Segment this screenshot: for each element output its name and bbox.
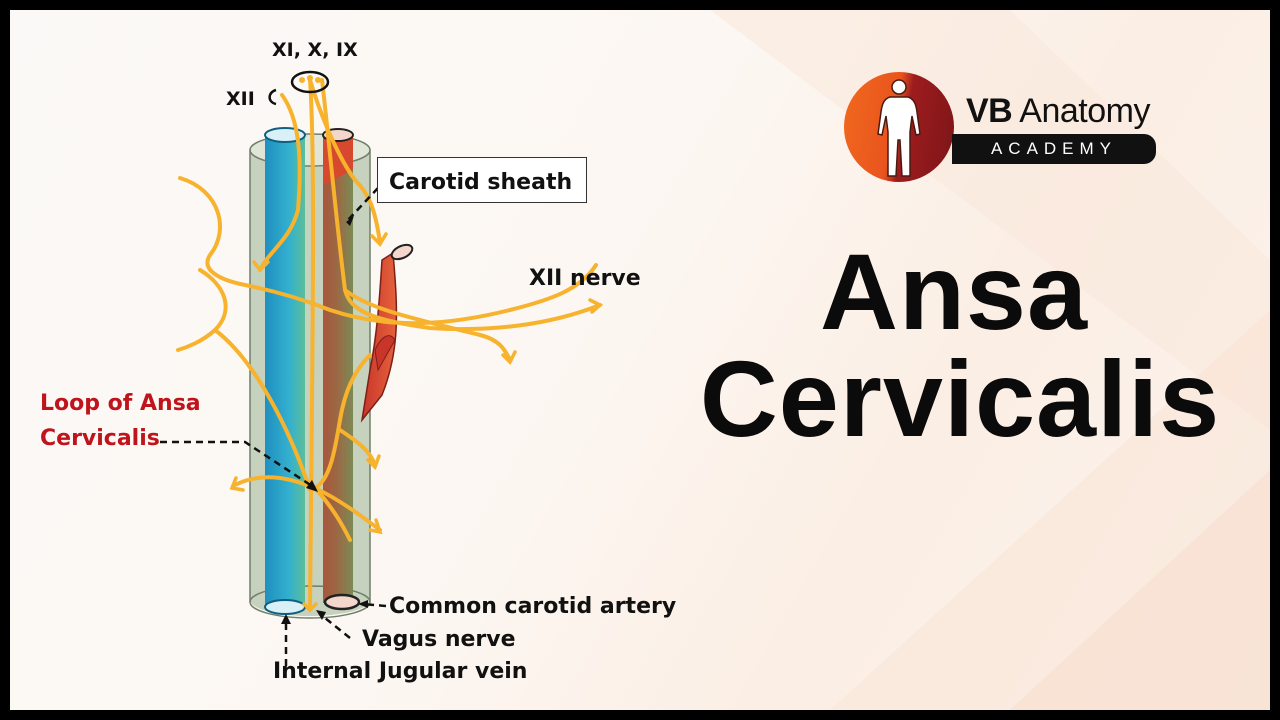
foramen-xii bbox=[268, 88, 277, 106]
label-common-carotid-artery: Common carotid artery bbox=[389, 594, 677, 619]
label-loop-line2: Cervicalis bbox=[40, 426, 160, 451]
vb-anatomy-logo: VB Anatomy ACADEMY bbox=[844, 72, 1164, 192]
foramen-xi-x-ix bbox=[290, 70, 330, 94]
nerve-arrowheads bbox=[229, 232, 604, 613]
leader-lines bbox=[160, 187, 387, 666]
brand-name: VB Anatomy bbox=[966, 92, 1150, 130]
label-vagus-nerve: Vagus nerve bbox=[362, 627, 516, 652]
slide-frame: XI, X, IX XII Carotid sheath XII nerve L… bbox=[10, 10, 1270, 710]
title-line-2: Cervicalis bbox=[699, 338, 1221, 459]
label-loop-line1: Loop of Ansa bbox=[40, 391, 201, 416]
external-carotid-branch-shape bbox=[360, 251, 398, 423]
label-carotid-sheath: Carotid sheath bbox=[389, 170, 573, 195]
leader-arrowheads bbox=[281, 216, 368, 624]
label-internal-jugular-vein: Internal Jugular vein bbox=[273, 659, 528, 684]
logo-circle bbox=[844, 72, 954, 182]
ansa-cervicalis-diagram bbox=[160, 70, 604, 666]
label-xii-top: XII bbox=[226, 88, 255, 110]
brand-subtitle: ACADEMY bbox=[952, 134, 1156, 164]
title-line-1: Ansa bbox=[819, 231, 1089, 352]
carotid-sheath-label-box: Carotid sheath bbox=[377, 157, 587, 203]
label-xii-nerve: XII nerve bbox=[529, 266, 641, 291]
nerve-paths bbox=[176, 78, 602, 610]
human-figure-icon bbox=[877, 79, 921, 177]
label-xi-x-ix: XI, X, IX bbox=[272, 39, 358, 61]
